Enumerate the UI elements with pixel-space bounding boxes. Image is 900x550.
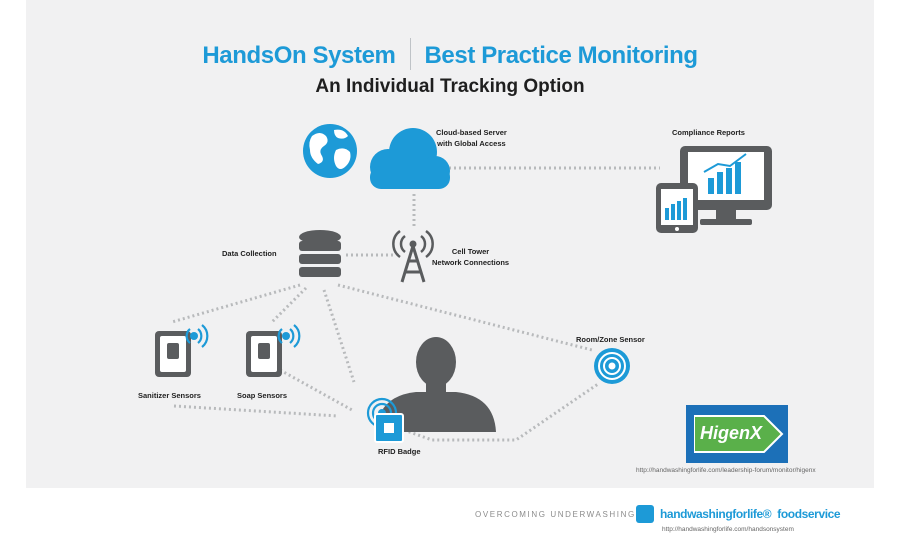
- page-title: HandsOn System Best Practice Monitoring: [0, 38, 900, 70]
- higenx-logo[interactable]: HigenX: [686, 405, 788, 463]
- cell-tower-label: Cell Tower Network Connections: [432, 246, 509, 268]
- soap-sensor-icon: [246, 324, 301, 377]
- rfid-badge-label: RFID Badge: [378, 447, 421, 456]
- database-icon: [299, 230, 341, 277]
- hands-logo-icon: [636, 505, 654, 523]
- tablet-chart-icon: [656, 183, 698, 233]
- cloud-icon: [370, 128, 450, 189]
- globe-icon: [303, 124, 357, 178]
- connector-db-sanitizer: [171, 283, 301, 324]
- section-title: Best Practice Monitoring: [424, 42, 699, 69]
- sanitizer-sensors-label: Sanitizer Sensors: [138, 391, 201, 400]
- brand-title: HandsOn System: [202, 42, 396, 69]
- connector-db-soap: [270, 286, 308, 324]
- compliance-reports-label: Compliance Reports: [672, 128, 745, 137]
- connector-badge-zone: [403, 382, 599, 442]
- footer-brand-suffix: foodservice: [777, 507, 841, 521]
- cloud-server-label: Cloud-based Server with Global Access: [436, 127, 507, 149]
- cell-tower-label-line1: Cell Tower: [451, 247, 490, 256]
- connector-soap-badge: [279, 368, 353, 412]
- footer-tagline: OVERCOMING UNDERWASHING: [475, 510, 636, 519]
- higenx-arrow-icon: [694, 415, 784, 453]
- higenx-url[interactable]: http://handwashingforlife.com/leadership…: [636, 467, 816, 474]
- room-zone-sensor-label: Room/Zone Sensor: [576, 335, 645, 344]
- cell-tower-icon: [392, 229, 434, 283]
- connector-sanitizer-badge: [173, 404, 339, 418]
- connectors: [171, 166, 660, 442]
- rfid-badge-icon: [366, 397, 404, 443]
- cloud-server-label-line1: Cloud-based Server: [436, 128, 507, 137]
- soap-sensors-label: Soap Sensors: [237, 391, 288, 400]
- higenx-label: HigenX: [700, 423, 763, 443]
- footer-brand-name: handwashingforlife® foodservice: [660, 507, 841, 521]
- footer-brand-main: handwashingforlife®: [660, 507, 772, 521]
- page-subtitle: An Individual Tracking Option: [315, 76, 585, 97]
- connector-db-person: [322, 289, 356, 383]
- monitor-chart-icon: [680, 146, 772, 225]
- zone-sensor-icon: [594, 348, 630, 384]
- connector-db-zone: [337, 283, 593, 352]
- sanitizer-sensor-icon: [155, 324, 209, 377]
- cell-tower-label-line2: Network Connections: [432, 258, 510, 267]
- data-collection-label: Data Collection: [222, 249, 277, 258]
- footer-url[interactable]: http://handwashingforlife.com/handsonsys…: [662, 526, 794, 533]
- person-silhouette-icon: [376, 337, 496, 432]
- title-divider: [409, 38, 411, 70]
- cloud-server-label-line2: with Global Access: [437, 139, 506, 148]
